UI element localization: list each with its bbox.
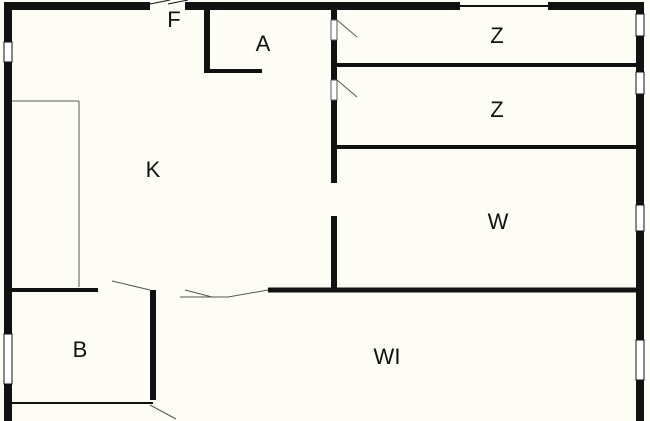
window-right-1 bbox=[635, 13, 645, 37]
room-label-f: F bbox=[167, 7, 181, 32]
kitchen-counter bbox=[12, 100, 80, 287]
door-z2 bbox=[330, 79, 338, 101]
window-right-3 bbox=[635, 204, 645, 232]
room-label-w: W bbox=[487, 209, 509, 234]
door-bottom bbox=[149, 404, 177, 420]
room-label-z-upper: Z bbox=[490, 23, 504, 48]
room-label-b: B bbox=[72, 337, 88, 362]
door-wi-right bbox=[227, 289, 269, 298]
door-z1 bbox=[330, 19, 338, 41]
window-left-upper bbox=[3, 41, 13, 63]
door-b bbox=[111, 280, 151, 291]
interior-doors bbox=[111, 19, 358, 420]
room-label-a: A bbox=[255, 31, 271, 56]
window-right-4 bbox=[635, 339, 645, 381]
door-wi-left bbox=[184, 289, 213, 298]
room-label-wi: WI bbox=[373, 344, 401, 369]
exterior-windows bbox=[3, 13, 645, 385]
interior-walls bbox=[10, 8, 638, 404]
entrance-door bbox=[149, 0, 189, 5]
floor bbox=[10, 5, 638, 421]
room-label-z-lower: Z bbox=[490, 97, 504, 122]
window-right-2 bbox=[635, 71, 645, 95]
room-label-k: K bbox=[145, 157, 161, 182]
window-left-lower bbox=[3, 333, 13, 385]
